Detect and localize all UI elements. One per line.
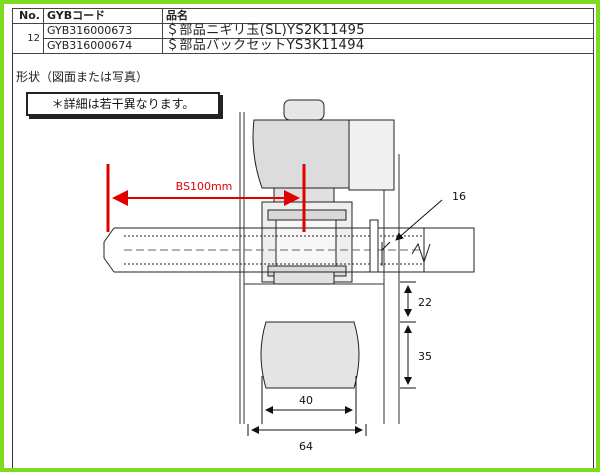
section-label: 形状（図面または写真） [16,70,149,84]
upper-knob [252,99,395,203]
header-name: 品名 [162,8,594,24]
note-box: ＊詳細は若干異なります。 [26,92,220,116]
dim-22 [400,281,416,317]
header-no: No. [12,8,44,24]
dim-64-label: 64 [299,440,313,453]
door-plate [239,112,400,424]
sheet-frame [12,8,594,468]
dim-16-label: 16 [452,190,466,203]
parts-table: No. GYBコード 品名 12 GYB316000673 ＄部品ニギリ玉(SL… [12,8,594,54]
row-code: GYB316000674 [43,38,163,54]
backset-dimension: BS100mm [106,164,306,232]
backset-label: BS100mm [176,180,233,193]
dim-40-label: 40 [299,394,313,407]
lower-knob [260,271,360,389]
dim-35-label: 35 [418,350,432,363]
dim-16 [381,199,443,266]
dim-35 [400,321,416,389]
technical-drawing: BS100mm 16 22 35 [103,99,475,453]
row-name: ＄部品バックセットYS3K11494 [162,38,594,54]
row-number: 12 [12,23,44,54]
table-header-row: No. GYBコード 品名 [12,8,594,24]
dim-40 [261,376,357,424]
dim-64 [247,424,367,436]
escutcheon [261,201,353,283]
table-row: GYB316000674 ＄部品バックセットYS3K11494 [13,38,594,54]
dim-22-label: 22 [418,296,432,309]
